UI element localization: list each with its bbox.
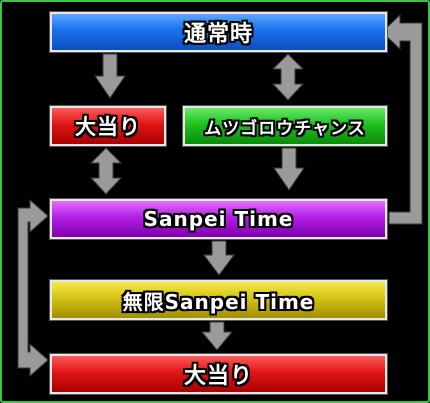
node-hit-1-label: 大当り (75, 115, 141, 139)
arrow-hit1-sanpei (89, 147, 123, 195)
node-mugen-sanpei-time-label: 無限Sanpei Time (122, 289, 315, 314)
node-chance: ムツゴロウチャンス (182, 105, 388, 147)
node-hit-2: 大当り (49, 353, 388, 395)
arrow-sanpei-to-mugen (203, 240, 235, 276)
arrow-normal-to-hit1 (94, 53, 126, 99)
arrow-chance-to-sanpei (273, 147, 305, 191)
node-sanpei-time: Sanpei Time (49, 198, 388, 240)
arrow-sanpei-to-normal (381, 13, 423, 225)
node-mugen-sanpei-time: 無限Sanpei Time (49, 279, 388, 321)
node-normal-label: 通常時 (183, 22, 253, 47)
node-hit-2-label: 大当り (183, 364, 253, 389)
arrow-mugen-to-hit2 (200, 321, 234, 351)
node-hit-1: 大当り (49, 105, 167, 147)
node-normal: 通常時 (49, 11, 388, 53)
arrow-normal-chance (271, 53, 305, 101)
arrow-sanpei-hit2 (17, 198, 49, 378)
node-sanpei-time-label: Sanpei Time (143, 207, 294, 231)
node-chance-label: ムツゴロウチャンス (204, 118, 366, 139)
